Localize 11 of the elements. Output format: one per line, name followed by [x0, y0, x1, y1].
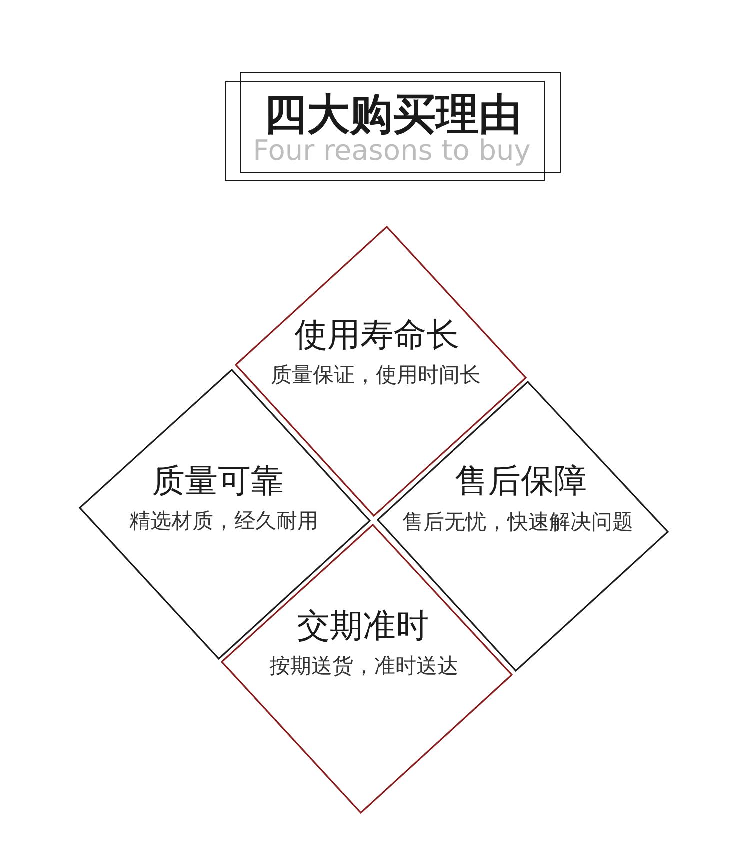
- diamond-text: 按期送货，准时送达: [270, 656, 458, 677]
- diamond-heading: 售后保障: [455, 464, 587, 497]
- subtitle-text: Four reasons to buy: [253, 137, 531, 165]
- diamond-text: 质量保证，使用时间长: [271, 365, 481, 386]
- diamond-heading: 质量可靠: [152, 464, 284, 497]
- title-frame: [225, 81, 545, 181]
- diamond-heading: 使用寿命长: [294, 318, 460, 351]
- diamond-text: 售后无忧，快速解决问题: [402, 512, 634, 533]
- diamond-text: 精选材质，经久耐用: [130, 511, 318, 532]
- diamond-heading: 交期准时: [297, 609, 429, 642]
- title-text: 四大购买理由: [264, 94, 522, 137]
